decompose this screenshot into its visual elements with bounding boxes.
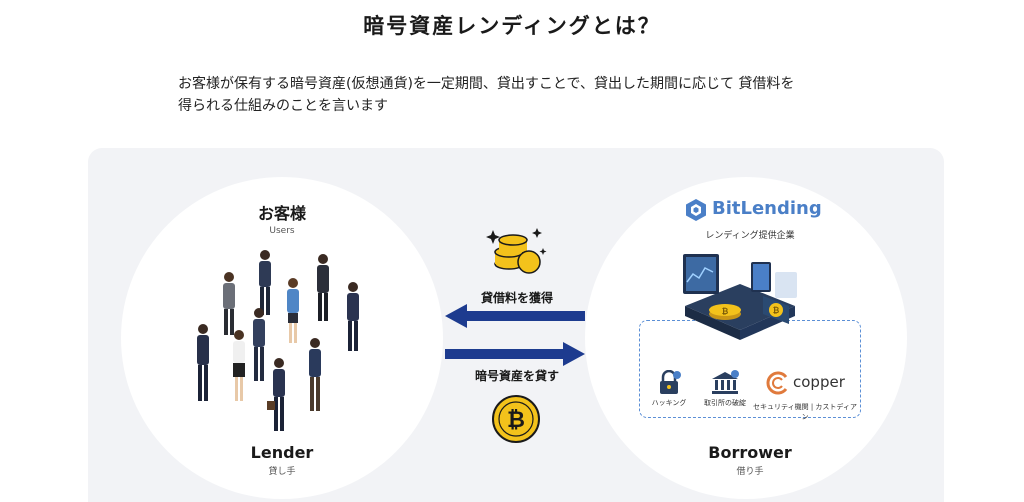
copper-name: copper [793, 373, 845, 391]
bitlending-logo: BitLending [684, 198, 822, 224]
arrow-right-icon [445, 342, 585, 366]
arrow-left-icon [445, 304, 585, 328]
bitcoin-coin-icon: ₿ [492, 395, 540, 443]
borrower-circle [585, 177, 907, 499]
description-line-2: 得られる仕組みのことを言います [178, 98, 388, 114]
lender-role-label: Lender [250, 443, 314, 462]
hacking-label: ハッキング [651, 399, 687, 407]
fee-label: 貸借料を獲得 [480, 291, 553, 305]
lend-label: 暗号資産を貸す [474, 369, 559, 383]
lock-icon [660, 369, 681, 394]
person-figures [197, 250, 359, 431]
borrower-role-label: Borrower [708, 443, 792, 462]
borrower-role: Borrower 借り手 [690, 443, 810, 477]
svg-text:₿: ₿ [507, 408, 525, 433]
page-description: お客様が保有する暗号資産(仮想通貨)を一定期間、貸出すことで、貸出した期間に応じ… [178, 73, 878, 117]
description-line-1: お客様が保有する暗号資産(仮想通貨)を一定期間、貸出すことで、貸出した期間に応じ… [178, 76, 795, 92]
lender-circle [121, 177, 443, 499]
brand-subtitle: レンディング提供企業 [705, 231, 795, 241]
business-people-illustration [197, 250, 359, 431]
hacking-item: ハッキング [646, 369, 692, 408]
borrower-role-sub: 借り手 [736, 467, 764, 477]
copper-logo: copper [765, 370, 855, 396]
coins-icon [486, 228, 547, 274]
brand-name: BitLending [712, 198, 822, 219]
bank-item: 取引所の破綻 [697, 370, 753, 408]
copper-logo-icon [766, 371, 788, 395]
security-caption: セキュリティ機関 | カストディアン [753, 403, 857, 421]
server-icon: ₿ ₿ [683, 254, 797, 340]
lender-role: Lender 貸し手 [222, 443, 342, 477]
lender-heading: お客様 Users [222, 200, 342, 236]
bitlending-logo-icon [686, 199, 706, 221]
lender-heading-label: お客様 [257, 204, 306, 223]
bank-label: 取引所の破綻 [704, 399, 746, 407]
page-title: 暗号資産レンディングとは？ [363, 14, 661, 38]
bank-icon [712, 370, 739, 394]
svg-text:₿: ₿ [722, 307, 729, 316]
svg-text:₿: ₿ [773, 306, 780, 315]
lender-heading-sub: Users [269, 226, 295, 236]
lender-role-sub: 貸し手 [268, 467, 296, 477]
